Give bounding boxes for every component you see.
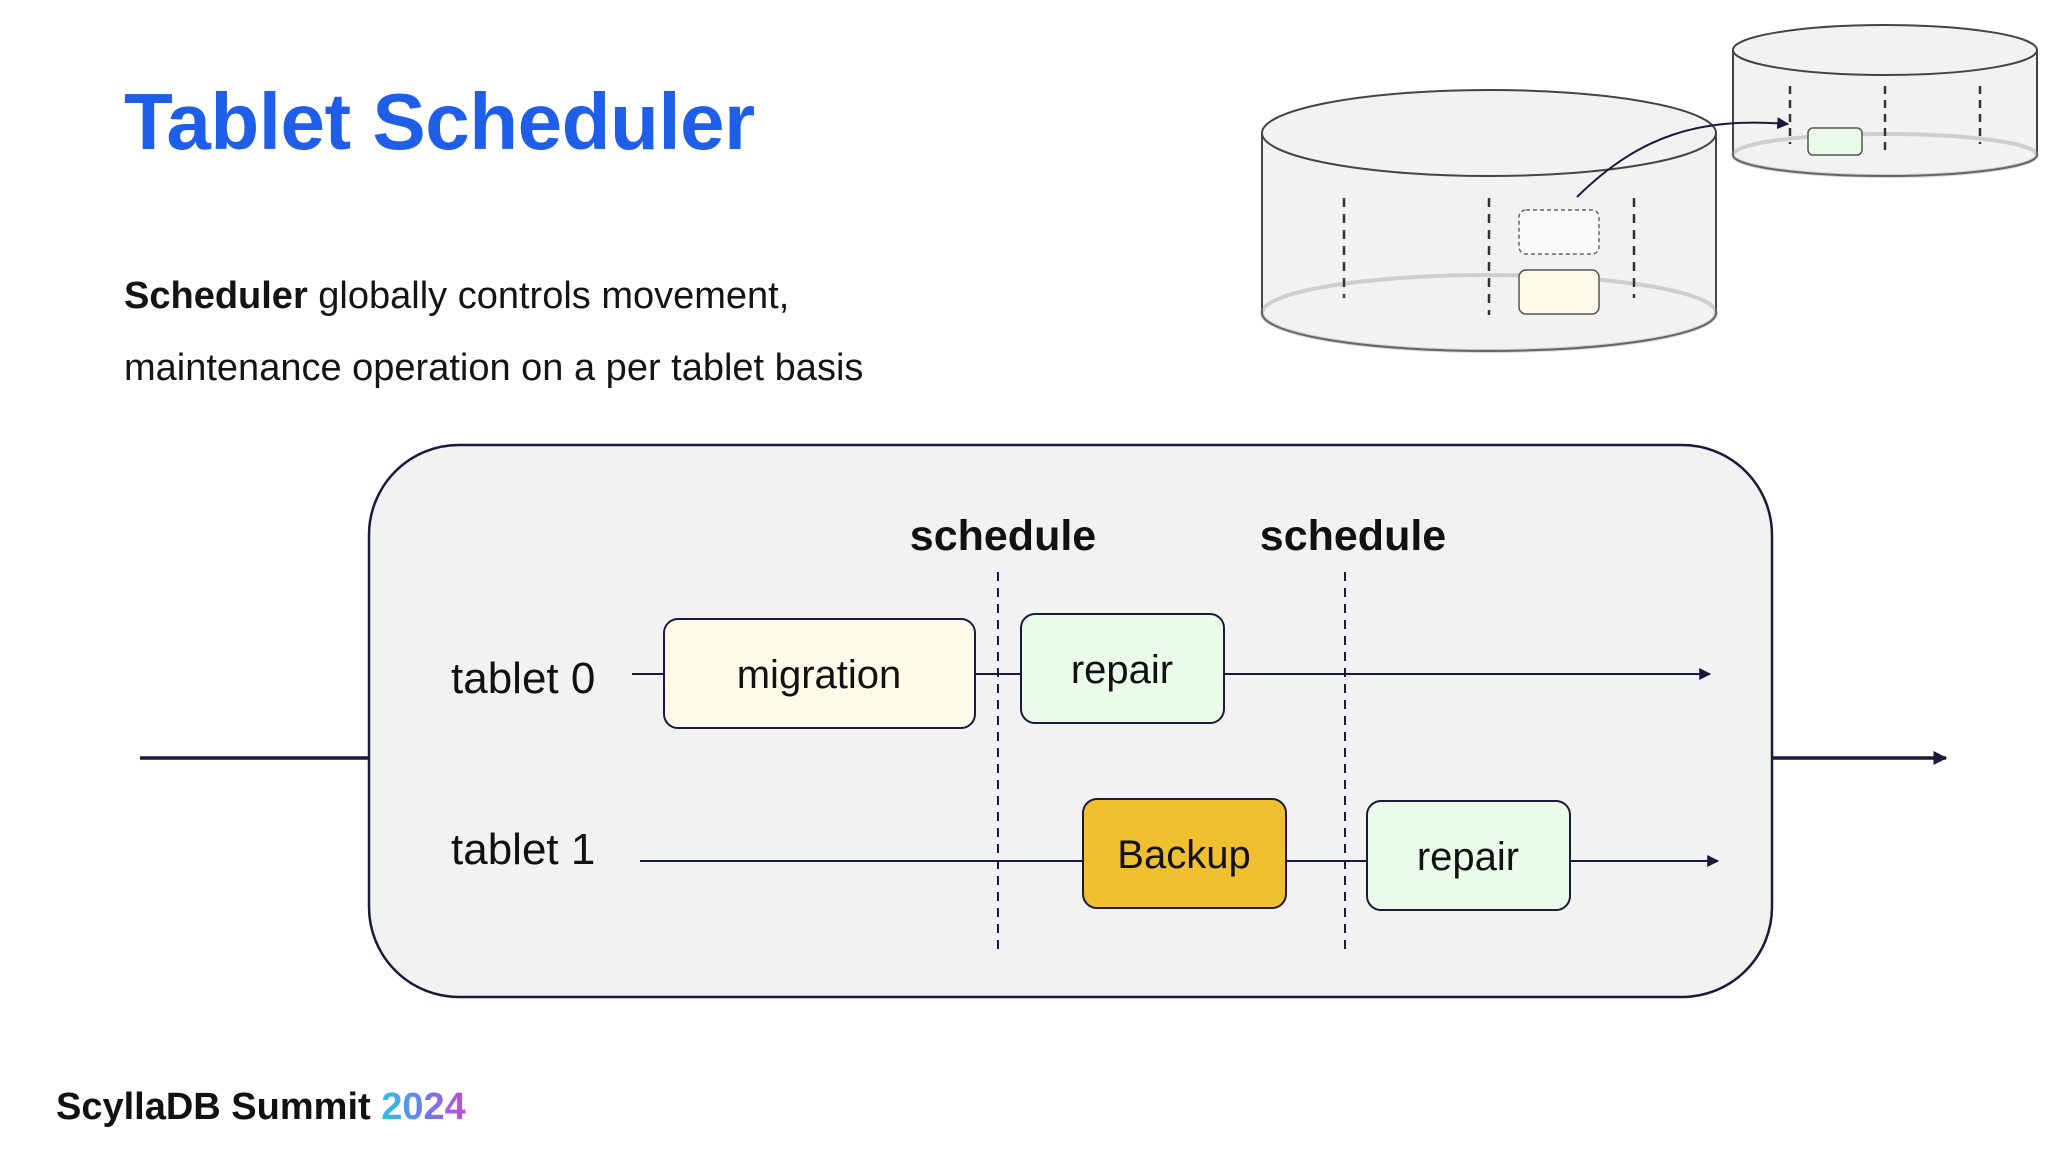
op-backup-label: Backup — [1117, 833, 1250, 877]
op-repair-0-label: repair — [1071, 648, 1173, 692]
op-repair-1-label: repair — [1417, 835, 1519, 879]
op-backup — [1082, 798, 1287, 909]
node-large-icon — [1260, 89, 1718, 353]
op-migration — [663, 618, 976, 729]
description: Scheduler globally controls movement, ma… — [124, 260, 1004, 404]
node-small-icon — [1731, 24, 2039, 178]
row-label-tablet-0: tablet 0 — [451, 654, 595, 703]
page-title: Tablet Scheduler — [124, 77, 755, 166]
description-text: globally controls movement, maintenance … — [124, 275, 864, 389]
footer-brand: ScyllaDB Summit 2024 — [56, 1086, 466, 1129]
op-migration-label: migration — [737, 653, 902, 697]
description-bold: Scheduler — [124, 275, 308, 317]
schedule-label-1: schedule — [910, 512, 1096, 560]
row-label-tablet-1: tablet 1 — [451, 825, 595, 874]
op-repair-1 — [1366, 800, 1571, 911]
schedule-label-2: schedule — [1260, 512, 1446, 560]
footer-year: 2024 — [381, 1086, 466, 1128]
footer-brand-name: ScyllaDB Summit — [56, 1086, 382, 1128]
op-repair-0 — [1020, 613, 1225, 724]
migration-arrow — [1576, 117, 1790, 198]
